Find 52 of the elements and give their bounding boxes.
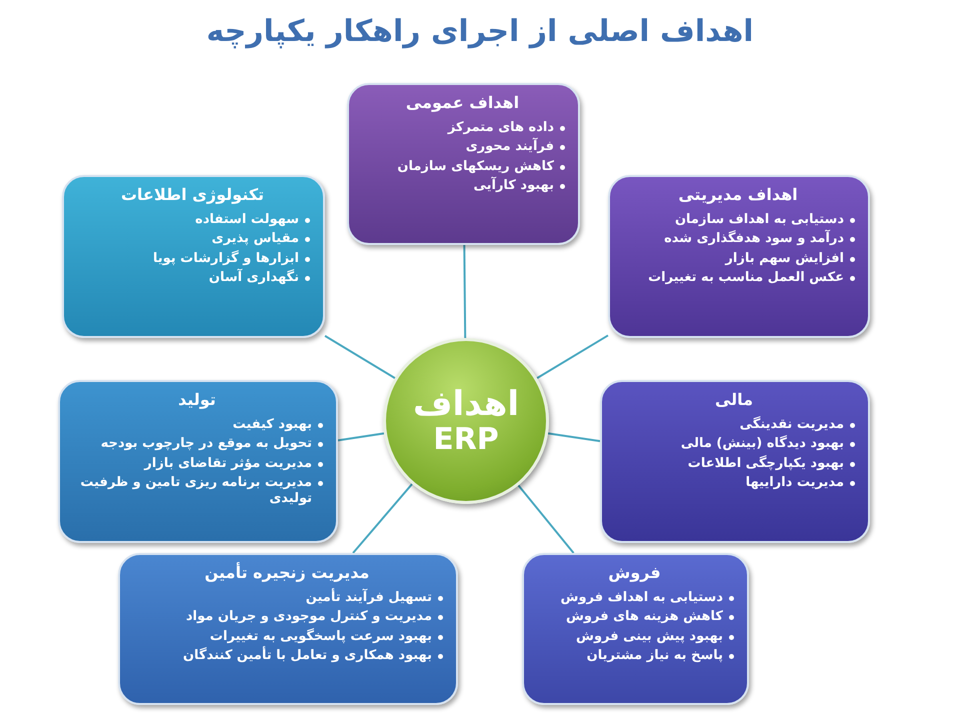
bullet-item: مدیریت مؤثر تقاضای بازار — [70, 456, 324, 472]
bullet-item: مدیریت داراییها — [612, 474, 856, 491]
bullet-item: بهبود کیفیت — [70, 417, 324, 434]
connector-line — [352, 483, 413, 554]
bullet-item: کاهش هزینه های فروش — [534, 609, 735, 626]
connector-line — [338, 432, 384, 442]
goal-card — [347, 83, 580, 245]
bullet-item: کاهش ریسکهای سازمان — [359, 158, 566, 175]
bullet-item: پاسخ به نیاز مشتریان — [534, 648, 735, 664]
bullet-item: داده های متمرکز — [359, 120, 566, 136]
card-heading: اهداف عمومی — [404, 93, 520, 112]
bullet-item: درآمد و سود هدفگذاری شده — [620, 231, 856, 248]
goal-card — [62, 175, 325, 338]
goal-card — [118, 553, 458, 705]
bullet-item: فرآیند محوری — [359, 139, 566, 156]
bullet-item: مدیریت و کنترل موجودی و جریان مواد — [130, 609, 444, 626]
bullet-item: سهولت استفاده — [74, 212, 311, 228]
connector-line — [518, 484, 574, 554]
card-heading: تکنولوژی اطلاعات — [120, 185, 266, 204]
card-heading: فروش — [607, 563, 662, 582]
center-text: اهداف — [412, 386, 520, 424]
card-heading: مدیریت زنجیره تأمین — [204, 563, 370, 582]
connector-line — [324, 335, 396, 379]
bullet-item: بهبود پیش بینی فروش — [534, 628, 735, 645]
bullet-item: مدیریت برنامه ریزی تامین و ظرفیت تولیدی — [70, 474, 324, 508]
bullet-item: مقیاس پذیری — [74, 231, 311, 248]
card-heading: تولید — [177, 390, 217, 409]
goal-card — [608, 175, 870, 338]
bullet-item: بهبود سرعت پاسخگویی به تغییرات — [130, 628, 444, 645]
goal-card — [522, 553, 749, 705]
goal-card — [600, 380, 870, 543]
connector-line — [536, 334, 609, 380]
diagram-title: اهداف اصلی از اجرای راهکار یکپارچه — [205, 14, 755, 49]
bullet-item: تحویل به موقع در چارچوب بودجه — [70, 436, 324, 452]
bullet-item: تسهیل فرآیند تأمین — [130, 590, 444, 606]
center-text: ERP — [433, 423, 499, 456]
bullet-item: دستیابی به اهداف فروش — [534, 590, 735, 606]
bullet-item: مدیریت نقدینگی — [612, 417, 856, 434]
bullet-item: نگهداری آسان — [74, 270, 311, 286]
bullet-item: ابزارها و گزارشات پویا — [74, 250, 311, 267]
bullet-item: بهبود کارآیی — [359, 178, 566, 194]
bullet-item: افزایش سهم بازار — [620, 250, 856, 267]
bullet-item: دستیابی به اهداف سازمان — [620, 212, 856, 228]
connector-line — [548, 432, 600, 442]
connector-line — [463, 245, 466, 338]
bullet-item: عکس العمل مناسب به تغییرات — [620, 270, 856, 286]
bullet-item: بهبود یکپارچگی اطلاعات — [612, 456, 856, 472]
card-heading: اهداف مدیریتی — [677, 185, 799, 204]
goal-card — [58, 380, 338, 543]
bullet-item: بهبود همکاری و تعامل با تأمین کنندگان — [130, 648, 444, 664]
bullet-item: بهبود دیدگاه (بینش) مالی — [612, 436, 856, 452]
card-heading: مالی — [714, 390, 754, 409]
